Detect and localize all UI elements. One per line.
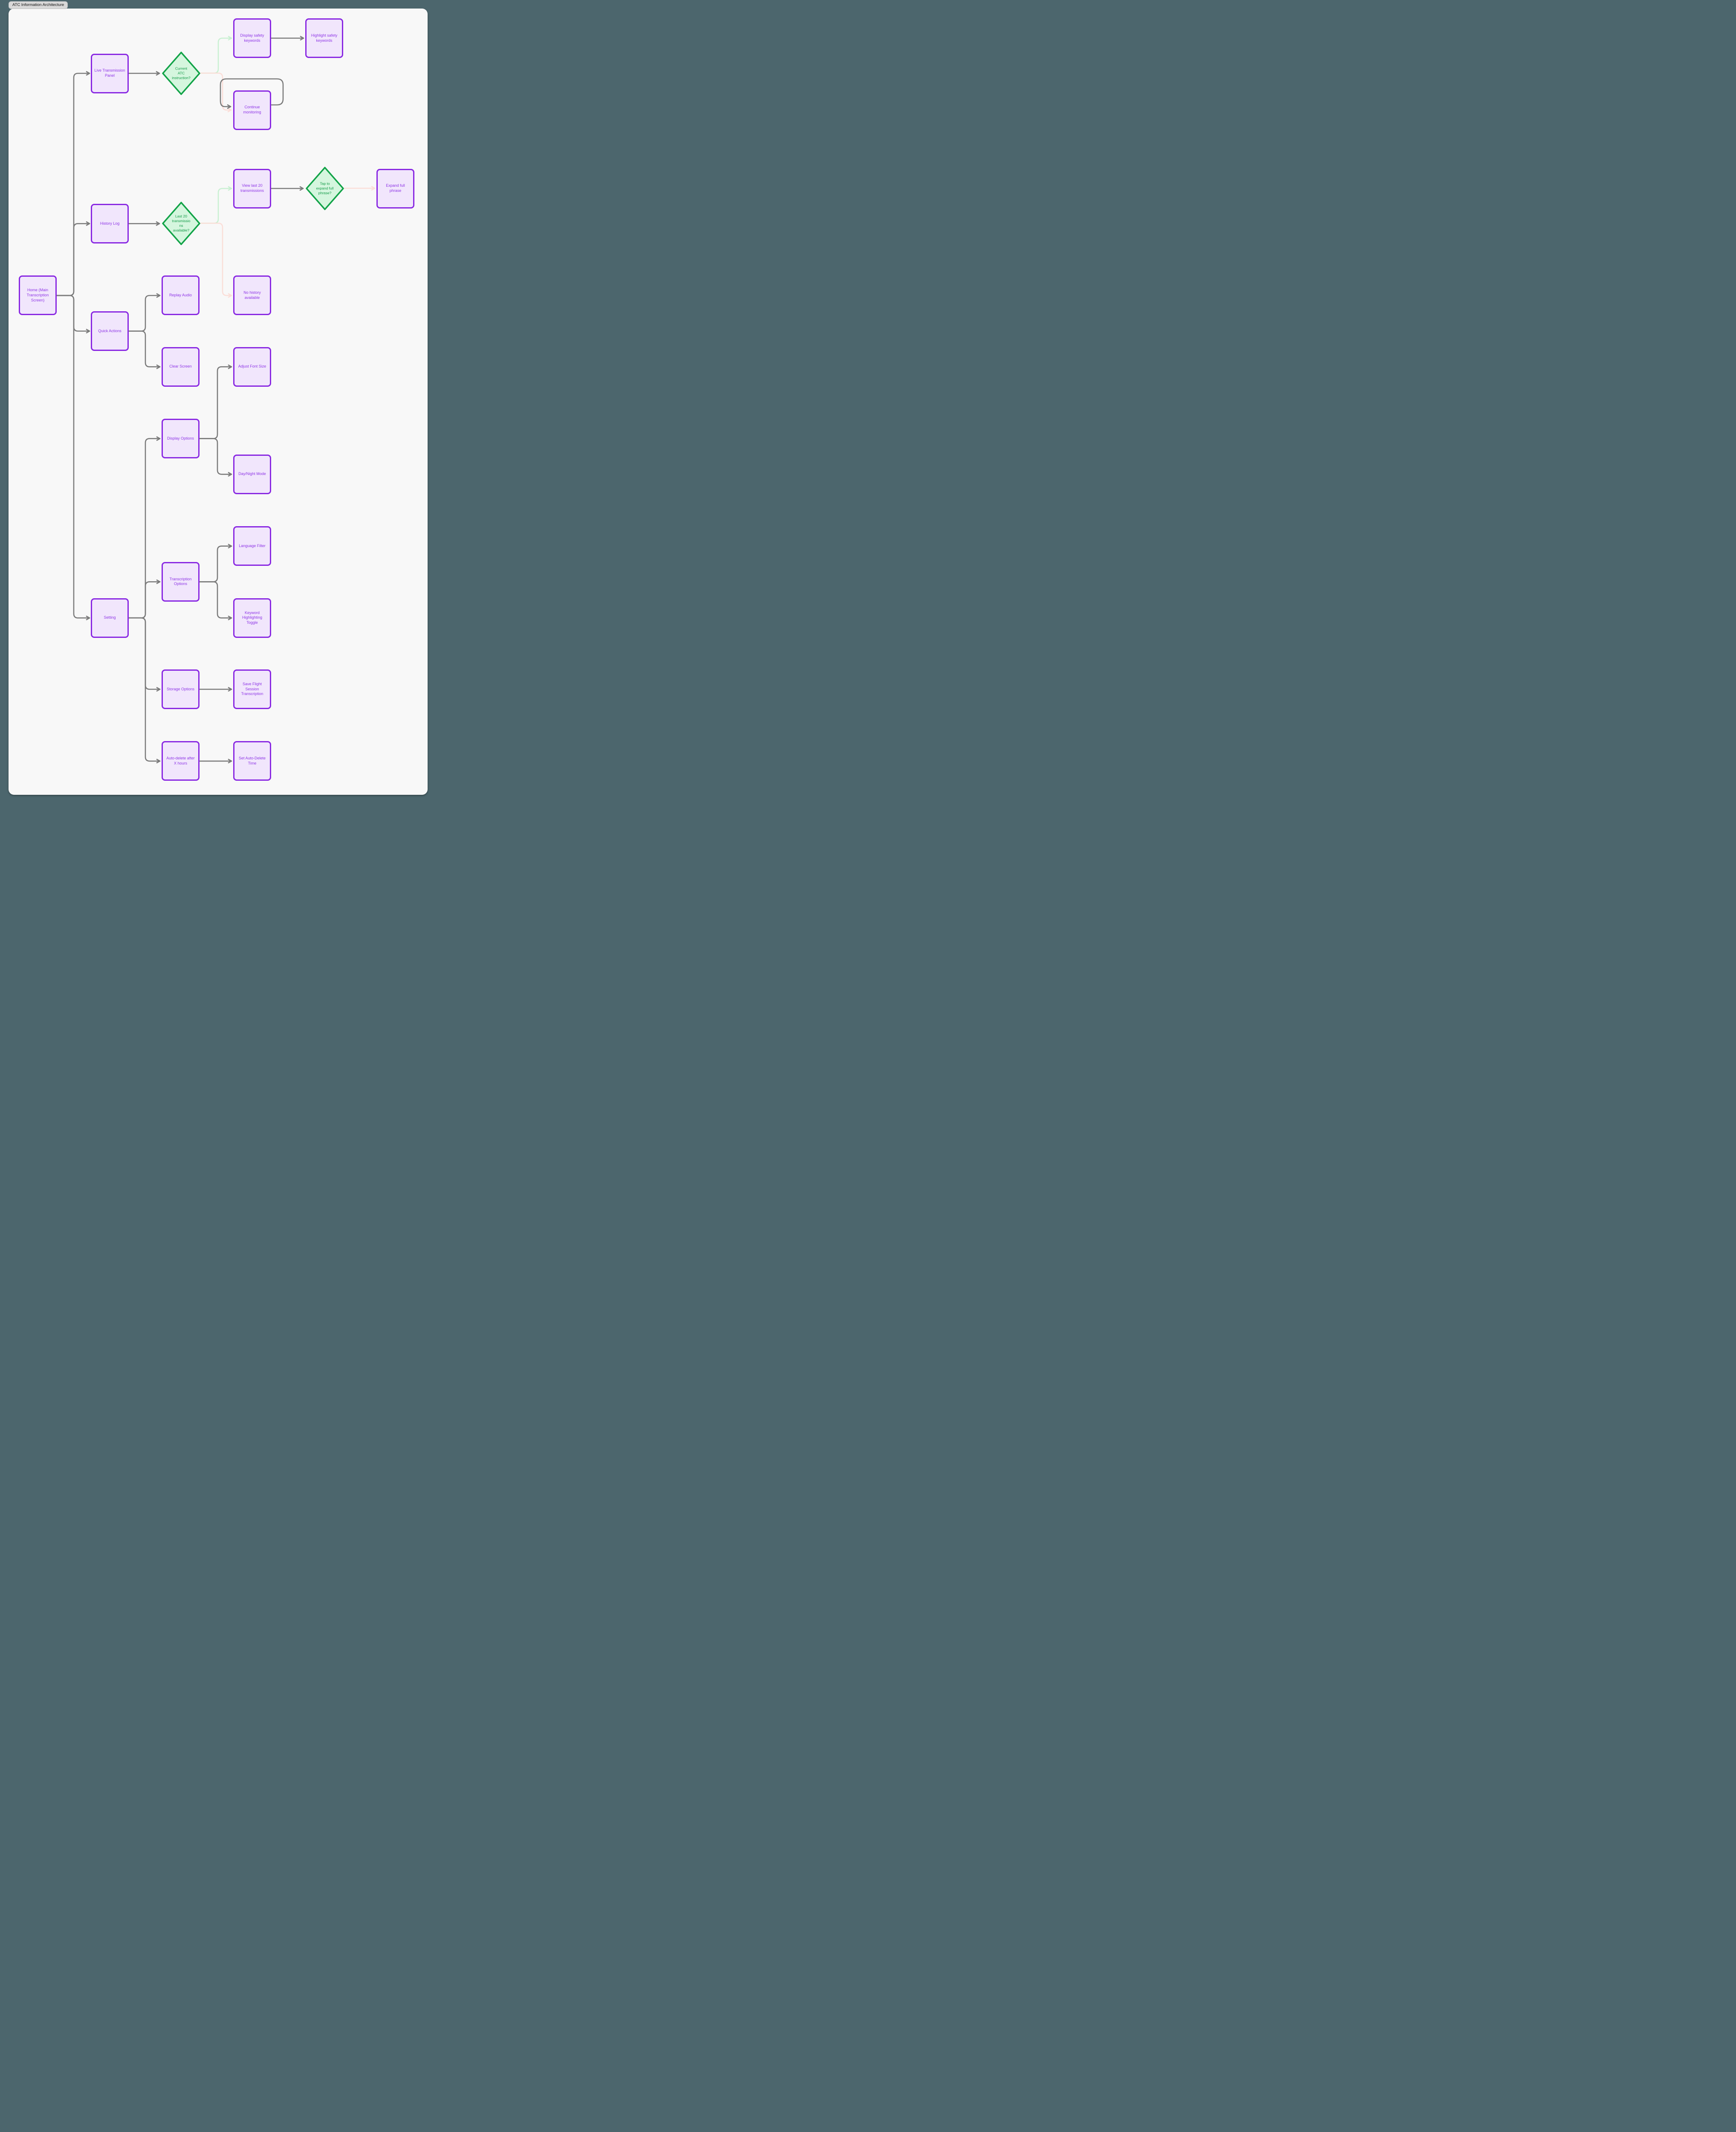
decision-current-atc-instruction: Current ATC instruction?: [162, 51, 201, 96]
node-expand-full-phrase: Expand full phrase: [376, 168, 414, 209]
node-replay-audio: Replay Audio: [162, 275, 200, 316]
node-layer: Home (Main Transcription Screen) Live Tra…: [9, 9, 428, 795]
node-display-safety-keywords: Display safety keywords: [233, 18, 271, 58]
node-setting: Setting: [91, 598, 129, 638]
edge-layer: [56, 36, 376, 764]
node-continue-monitoring: Continue monitoring: [233, 90, 271, 130]
diamond-shape: [162, 51, 200, 95]
edge-display-options-day-night-mode: [199, 438, 232, 477]
decision-label: Tap to expand full phrase?: [316, 181, 334, 195]
decision-label: Current ATC instruction?: [172, 66, 191, 80]
node-set-auto-delete-time: Set Auto-Delete Time: [233, 741, 271, 781]
decision-label: Last 20 transmissions available?: [172, 214, 191, 233]
edge-current-atc-instruction-continue-monitoring: [200, 72, 232, 113]
node-language-filter: Language Filter: [233, 526, 271, 566]
node-storage-options: Storage Options: [162, 669, 200, 709]
node-live-transmission-panel: Live Transmission Panel: [91, 53, 129, 93]
decision-tap-to-expand-full-phrase: Tap to expand full phrase?: [305, 166, 344, 211]
decision-last-20-transmissions-available: Last 20 transmissions available?: [162, 201, 201, 246]
edge-last-20-transmissions-available-no-history-available: [200, 223, 232, 298]
edge-home-setting: [56, 295, 90, 620]
node-save-flight-session-transcription: Save Flight Session Transcription: [233, 669, 271, 709]
edge-transcription-options-keyword-highlighting-toggle: [199, 581, 232, 620]
node-auto-delete-after-x-hours: Auto-delete after X hours: [162, 741, 200, 781]
edge-continue-monitoring-continue-monitoring: [220, 78, 284, 109]
node-home: Home (Main Transcription Screen): [19, 275, 57, 316]
edge-quick-actions-clear-screen: [128, 330, 161, 369]
node-adjust-font-size: Adjust Font Size: [233, 347, 271, 387]
diagram-title-badge: ATC Information Architecture: [9, 1, 68, 9]
diamond-shape: [306, 166, 344, 210]
node-display-options: Display Options: [162, 419, 200, 459]
node-quick-actions: Quick Actions: [91, 311, 129, 351]
node-view-last-20-transmissions: View last 20 transmissions: [233, 168, 271, 209]
node-day-night-mode: Day/Night Mode: [233, 454, 271, 494]
node-keyword-highlighting-toggle: Keyword Highlighting Toggle: [233, 598, 271, 638]
diagram-canvas: Home (Main Transcription Screen) Live Tra…: [9, 9, 428, 795]
node-transcription-options: Transcription Options: [162, 562, 200, 602]
edge-setting-auto-delete-after-x-hours: [128, 617, 161, 764]
node-clear-screen: Clear Screen: [162, 347, 200, 387]
node-history-log: History Log: [91, 204, 129, 243]
node-no-history-available: No history available: [233, 275, 271, 316]
node-highlight-safety-keywords: Highlight safety keywords: [305, 18, 343, 58]
diamond-shape: [162, 202, 200, 245]
